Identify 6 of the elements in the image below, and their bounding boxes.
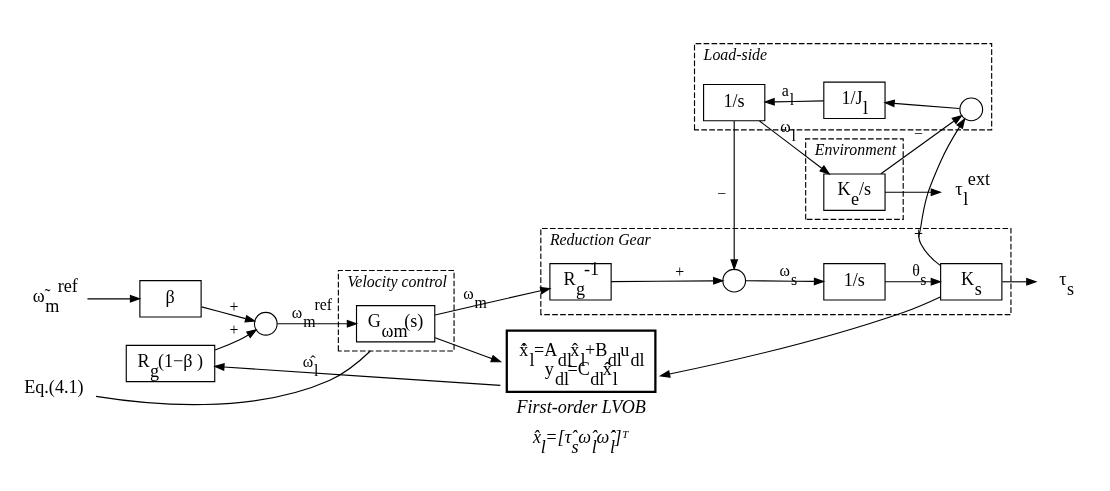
edge-label: + bbox=[229, 297, 239, 315]
edge-label: + bbox=[675, 263, 685, 281]
edge-label: − bbox=[717, 185, 727, 203]
node-text: Eq.(4.1) bbox=[24, 376, 84, 397]
edge-label: + bbox=[229, 321, 239, 339]
node-label: First-order LVOB bbox=[516, 397, 646, 418]
